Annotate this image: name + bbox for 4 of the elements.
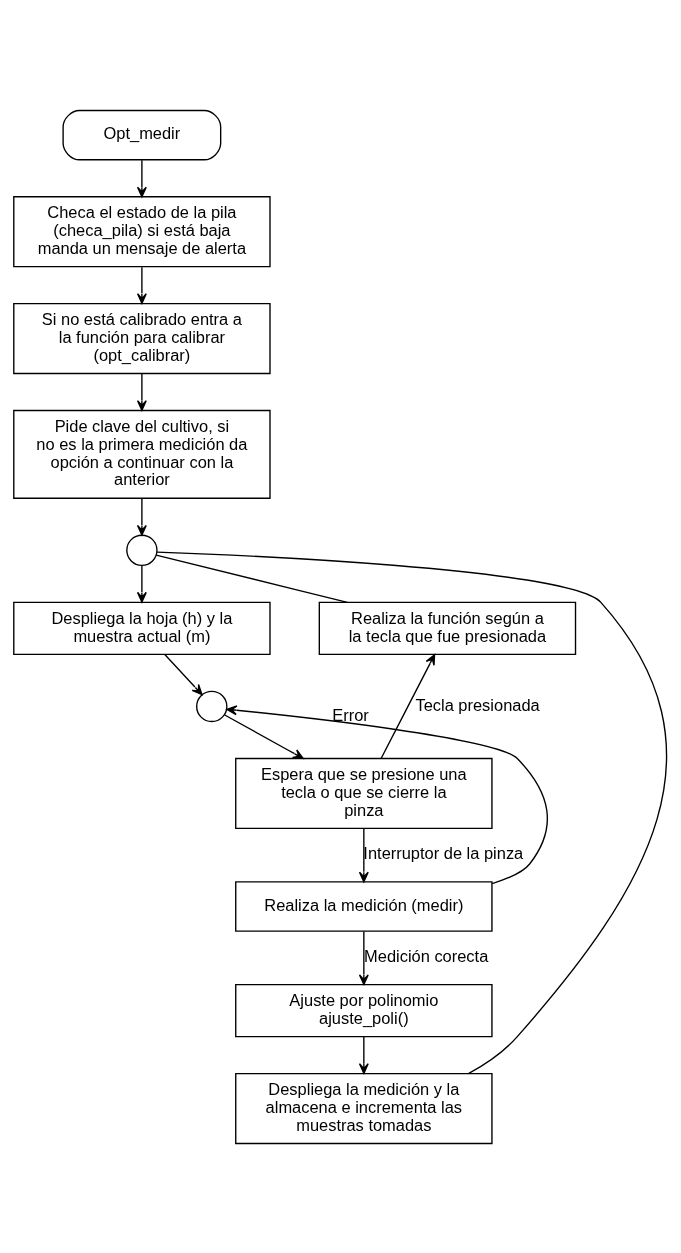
- edge-label: Medición corecta: [364, 946, 489, 965]
- edge-label: Interruptor de la pinza: [363, 843, 524, 862]
- edge-label: Tecla presionada: [415, 695, 540, 714]
- edge-label: Error: [332, 705, 369, 724]
